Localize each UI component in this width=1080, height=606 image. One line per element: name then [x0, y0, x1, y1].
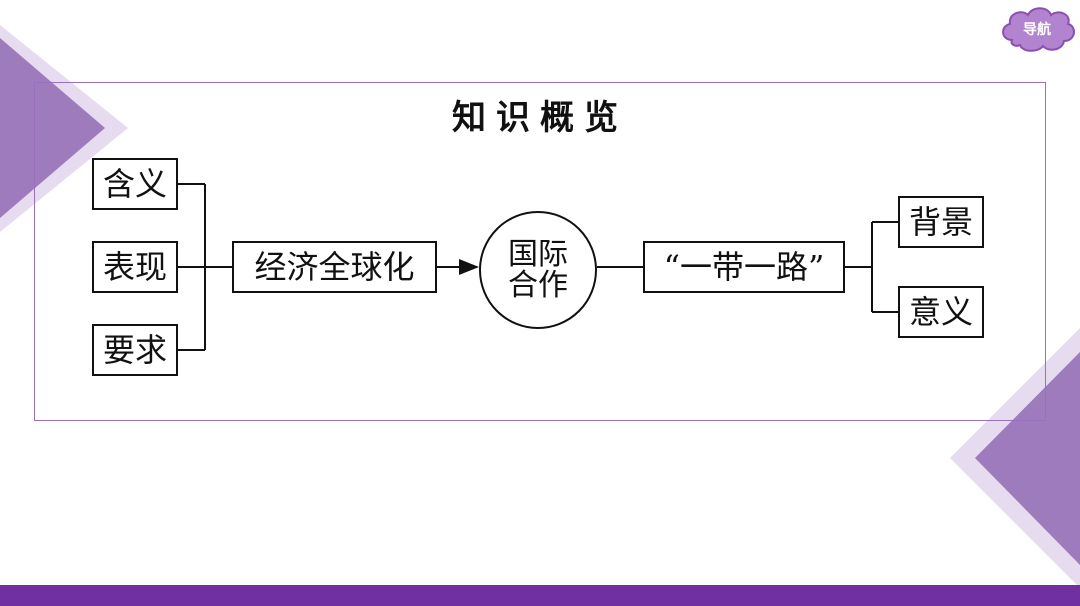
circle-line-2: 合作 — [508, 268, 568, 303]
node-international-cooperation: 国际 合作 — [479, 211, 597, 329]
node-belt-and-road: “一带一路” — [643, 241, 845, 293]
node-manifestation: 表现 — [92, 241, 178, 293]
node-meaning: 含义 — [92, 158, 178, 210]
bottom-bar — [0, 585, 1080, 606]
right-inner-triangle — [975, 352, 1080, 565]
page-title: 知识概览 — [452, 98, 628, 138]
nav-button[interactable]: 导航 — [998, 4, 1076, 54]
node-significance: 意义 — [898, 286, 984, 338]
content-frame — [34, 82, 1046, 421]
node-economic-globalization: 经济全球化 — [232, 241, 437, 293]
node-requirement: 要求 — [92, 324, 178, 376]
left-inner-triangle — [0, 38, 105, 218]
node-background: 背景 — [898, 196, 984, 248]
nav-label: 导航 — [1023, 22, 1051, 38]
circle-line-1: 国际 — [508, 236, 568, 272]
cloud-icon — [1002, 7, 1075, 52]
